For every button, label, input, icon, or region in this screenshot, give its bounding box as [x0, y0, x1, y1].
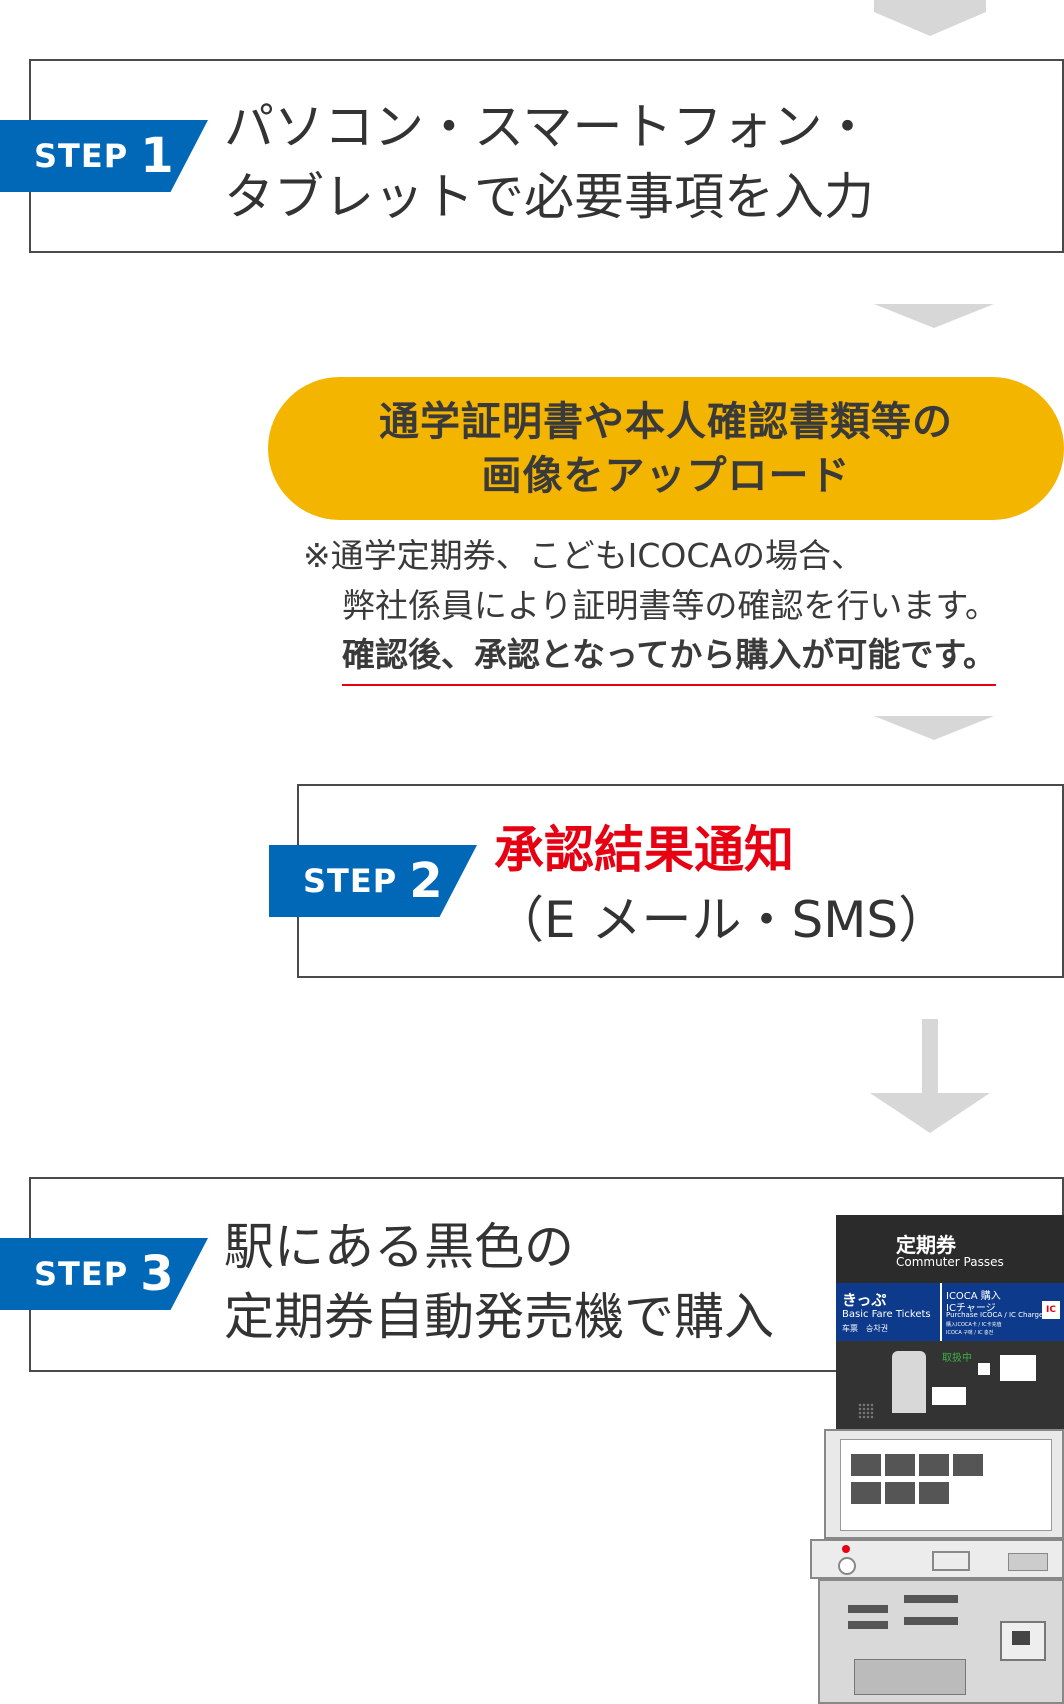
arrow-3 — [874, 716, 994, 740]
panel-right-en: Purchase ICOCA / IC Charge — [946, 1311, 1044, 1319]
note-line1: ※通学定期券、こどもICOCAの場合、 — [303, 536, 865, 575]
step1-box — [29, 59, 1064, 253]
step1-line1: パソコン・スマートフォン・ — [224, 98, 873, 156]
machine-screen-frame — [824, 1429, 1064, 1539]
note-line2: 弊社係員により証明書等の確認を行います。 — [342, 586, 999, 625]
panel-left-jp: きっぷ — [842, 1291, 887, 1309]
step3-line1: 駅にある黒色の — [224, 1218, 574, 1276]
speaker-icon — [858, 1403, 874, 1419]
upload-line1: 通学証明書や本人確認書類等の — [379, 398, 953, 445]
base-slot-1 — [848, 1605, 888, 1613]
display-small-1 — [1000, 1355, 1036, 1381]
panel-right-sub: 購入ICOCA卡 / IC卡充值 — [946, 1322, 1002, 1328]
machine-left-panel: きっぷ Basic Fare Tickets 车票 승차권 — [836, 1283, 942, 1341]
base-slot-2 — [848, 1621, 888, 1629]
step1-label: STEP — [34, 137, 129, 175]
panel-right-jp: ICOCA 購入 — [946, 1291, 1001, 1302]
machine-base — [818, 1579, 1064, 1704]
step2-number: 2 — [409, 853, 443, 909]
ic-badge-icon: IC — [1042, 1301, 1060, 1319]
step2-label: STEP — [303, 862, 398, 900]
card-slot — [892, 1351, 926, 1413]
machine-header: 定期券 Commuter Passes — [836, 1215, 1064, 1283]
screen-btn-3 — [919, 1454, 949, 1476]
machine-body-dark: 取扱中 — [836, 1341, 1064, 1429]
machine-status: 取扱中 — [942, 1353, 972, 1364]
arrow-2 — [874, 304, 994, 328]
step3-text: 駅にある黒色の 定期券自動発売機で購入 — [224, 1212, 774, 1352]
upload-pill: 通学証明書や本人確認書類等の 画像をアップロード — [268, 377, 1064, 520]
arrow-top — [874, 12, 986, 36]
red-light-icon — [842, 1545, 850, 1553]
step3-number: 3 — [140, 1246, 174, 1302]
machine-right-panel: ICOCA 購入 ICチャージ Purchase ICOCA / IC Char… — [942, 1283, 1064, 1341]
touch-screen — [840, 1439, 1052, 1531]
step2-line2: （E メール・SMS） — [494, 891, 949, 949]
ledge-slot-2 — [1008, 1553, 1048, 1571]
coin-tray — [854, 1659, 966, 1695]
screen-btn-6 — [885, 1482, 915, 1504]
upload-line2: 画像をアップロード — [481, 452, 851, 499]
screen-btn-5 — [851, 1482, 881, 1504]
screen-btn-7 — [919, 1482, 949, 1504]
panel-left-en: Basic Fare Tickets — [842, 1309, 931, 1320]
note-line3: 確認後、承認となってから購入が可能です。 — [342, 630, 997, 686]
screen-btn-1 — [851, 1454, 881, 1476]
step1-number: 1 — [140, 128, 174, 184]
step1-line2: タブレットで必要事項を入力 — [224, 168, 874, 226]
ticket-machine: 定期券 Commuter Passes きっぷ Basic Fare Ticke… — [810, 1215, 1064, 1704]
step3-line2: 定期券自動発売機で購入 — [224, 1288, 774, 1346]
step1-text: パソコン・スマートフォン・ タブレットで必要事項を入力 — [224, 92, 874, 232]
display-small-3 — [932, 1387, 966, 1405]
panel-left-sub: 车票 승차권 — [842, 1324, 889, 1333]
screen-btn-2 — [885, 1454, 915, 1476]
step1-tag: STEP 1 — [0, 120, 208, 192]
round-button — [838, 1557, 856, 1575]
panel-right-sub2: ICOCA 구매 / IC 충전 — [946, 1330, 994, 1336]
screen-btn-4 — [953, 1454, 983, 1476]
base-slot-3 — [904, 1595, 958, 1603]
machine-ledge — [810, 1539, 1064, 1579]
panel-right-jp2: ICチャージ — [946, 1303, 996, 1314]
machine-title: 定期券 — [896, 1233, 956, 1257]
base-slot-4 — [904, 1617, 958, 1625]
step3-tag: STEP 3 — [0, 1238, 208, 1310]
arrow-top-stem — [874, 0, 986, 12]
machine-subtitle: Commuter Passes — [896, 1255, 1004, 1269]
step2-tag: STEP 2 — [269, 845, 477, 917]
ledge-slot — [932, 1551, 970, 1571]
step3-label: STEP — [34, 1255, 129, 1293]
step2-text: 承認結果通知 （E メール・SMS） — [494, 815, 948, 955]
bill-slot-inner — [1012, 1631, 1030, 1645]
display-small-2 — [978, 1363, 990, 1375]
step2-line1: 承認結果通知 — [494, 821, 794, 879]
arrow-4-stem — [922, 1019, 938, 1093]
arrow-4 — [870, 1093, 990, 1133]
